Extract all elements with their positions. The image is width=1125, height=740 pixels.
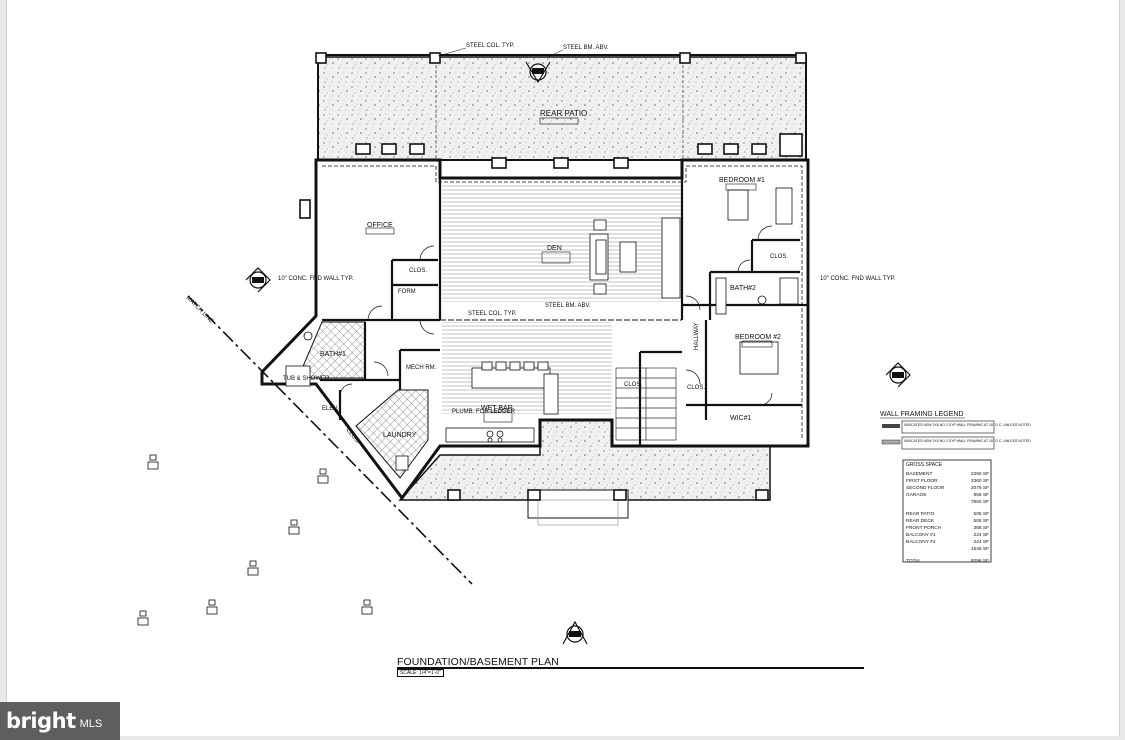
steel-col-note: STEEL COL. TYP. — [466, 43, 515, 49]
area-table: GROSS SPACE BASEMENT 2360 SF FIRST FLOOR 23… — [902, 459, 992, 564]
area-row-value: 224 SF — [974, 532, 990, 538]
bedroom1-label: BEDROOM #1 — [719, 177, 765, 184]
area-row-value: 7650 SF — [971, 499, 989, 505]
laundry-tile-floor — [355, 389, 429, 479]
section-marker-right — [885, 362, 911, 388]
area-row-value: 505 SF — [974, 511, 990, 517]
bright-mls-watermark: bright MLS — [0, 702, 120, 740]
clos-bed1-label: CLOS. — [770, 254, 788, 260]
interior-walls — [320, 160, 808, 446]
legend-item-1: INDICATES NEW 2X6 NO.2 SYP WALL FRAMING … — [904, 423, 1031, 427]
area-row-value: 1646 SF — [971, 546, 989, 552]
section-marker-top — [525, 61, 551, 84]
den-label: DEN — [547, 245, 562, 252]
area-row-label: FRONT PORCH — [906, 525, 942, 531]
furniture — [285, 187, 799, 471]
plan-scale: SCALE: 1/4"=1'-0" — [397, 669, 444, 677]
steel-columns — [299, 52, 807, 501]
area-table-title: GROSS SPACE — [906, 462, 943, 468]
laundry-label: LAUNDRY — [383, 432, 417, 439]
stair — [615, 367, 677, 441]
room-labels: REAR PATIO DEN OFFICE BEDROOM #1 BEDROOM… — [283, 109, 788, 445]
form-label: FORM — [398, 289, 416, 295]
area-row-label: REAR DECK — [906, 518, 935, 524]
steel-bm-mid-note: STEEL BM. ABV. — [545, 303, 591, 309]
area-row-label: SECOND FLOOR — [906, 485, 945, 491]
section-marker-bottom — [562, 620, 588, 645]
area-row-label: BALCONY #2 — [906, 539, 936, 545]
den-floor — [442, 184, 682, 302]
plan-notes: STEEL COL. TYP. STEEL BM. ABV. STEEL COL… — [278, 43, 896, 415]
area-row-label: GARAGE — [906, 492, 927, 498]
office-label: OFFICE — [367, 222, 393, 229]
area-row-value: 505 SF — [974, 518, 990, 524]
area-row-value: 2360 SF — [971, 478, 989, 484]
elev-label: ELEV. — [322, 406, 339, 412]
door-swings — [339, 225, 773, 406]
rear-patio-area — [317, 54, 807, 161]
watermark-brand: bright — [6, 709, 76, 733]
bedroom2-label: BEDROOM #2 — [735, 334, 781, 341]
tub-shower-label: TUB & SHOWER — [283, 376, 330, 382]
mech-label: MECH RM. — [406, 365, 437, 371]
area-row-label: TOTAL — [906, 558, 921, 564]
legend-title: WALL FRAMING LEGEND — [880, 411, 964, 418]
plumb-note: PLUMB. FOR LEDGER — [452, 409, 516, 415]
steel-col-mid-note: STEEL COL. TYP. — [468, 311, 517, 317]
rear-patio-label: REAR PATIO — [540, 109, 587, 118]
wall-framing-legend: WALL FRAMING LEGEND INDICATES NEW 2X6 NO… — [880, 411, 1031, 450]
area-row-value: 2075 SF — [971, 485, 989, 491]
clos-office-label: CLOS. — [409, 268, 427, 274]
area-row-label: BALCONY #1 — [906, 532, 936, 538]
clos-stair-label: CLOS. — [624, 382, 642, 388]
area-row-value: 2360 SF — [971, 471, 989, 477]
area-row-label: REAR PATIO — [906, 511, 935, 517]
area-row-value: 9296 SF — [971, 558, 989, 564]
section-marker-left — [245, 267, 271, 293]
steel-bm-note: STEEL BM. ABV. — [563, 45, 609, 51]
conc-wall-left-note: 10" CONC. FND WALL TYP. — [278, 276, 354, 282]
area-row-value: 855 SF — [974, 492, 990, 498]
steel-beam — [318, 56, 806, 321]
footing-markers — [137, 454, 373, 626]
area-row-value: 224 SF — [974, 539, 990, 545]
watermark-suffix: MLS — [79, 718, 103, 730]
area-row-label: BASEMENT — [906, 471, 932, 477]
bath2-label: BATH#2 — [730, 285, 756, 292]
area-row-value: 368 SF — [974, 525, 990, 531]
wic1-label: WIC#1 — [730, 415, 752, 422]
legend-item-2: INDICATES NEW 2X4 NO.2 SYP WALL FRAMING … — [904, 439, 1031, 443]
bath1-label: BATH#1 — [320, 351, 346, 358]
clos-hall-label: CLOS. — [687, 385, 705, 391]
hallway-label: HALLWAY — [694, 322, 700, 350]
conc-wall-right-note: 10" CONC. FND WALL TYP. — [820, 276, 896, 282]
area-row-label: FIRST FLOOR — [906, 478, 938, 484]
plan-title: FOUNDATION/BASEMENT PLAN — [397, 656, 559, 668]
wet-bar-label: WET BAR — [481, 405, 513, 412]
